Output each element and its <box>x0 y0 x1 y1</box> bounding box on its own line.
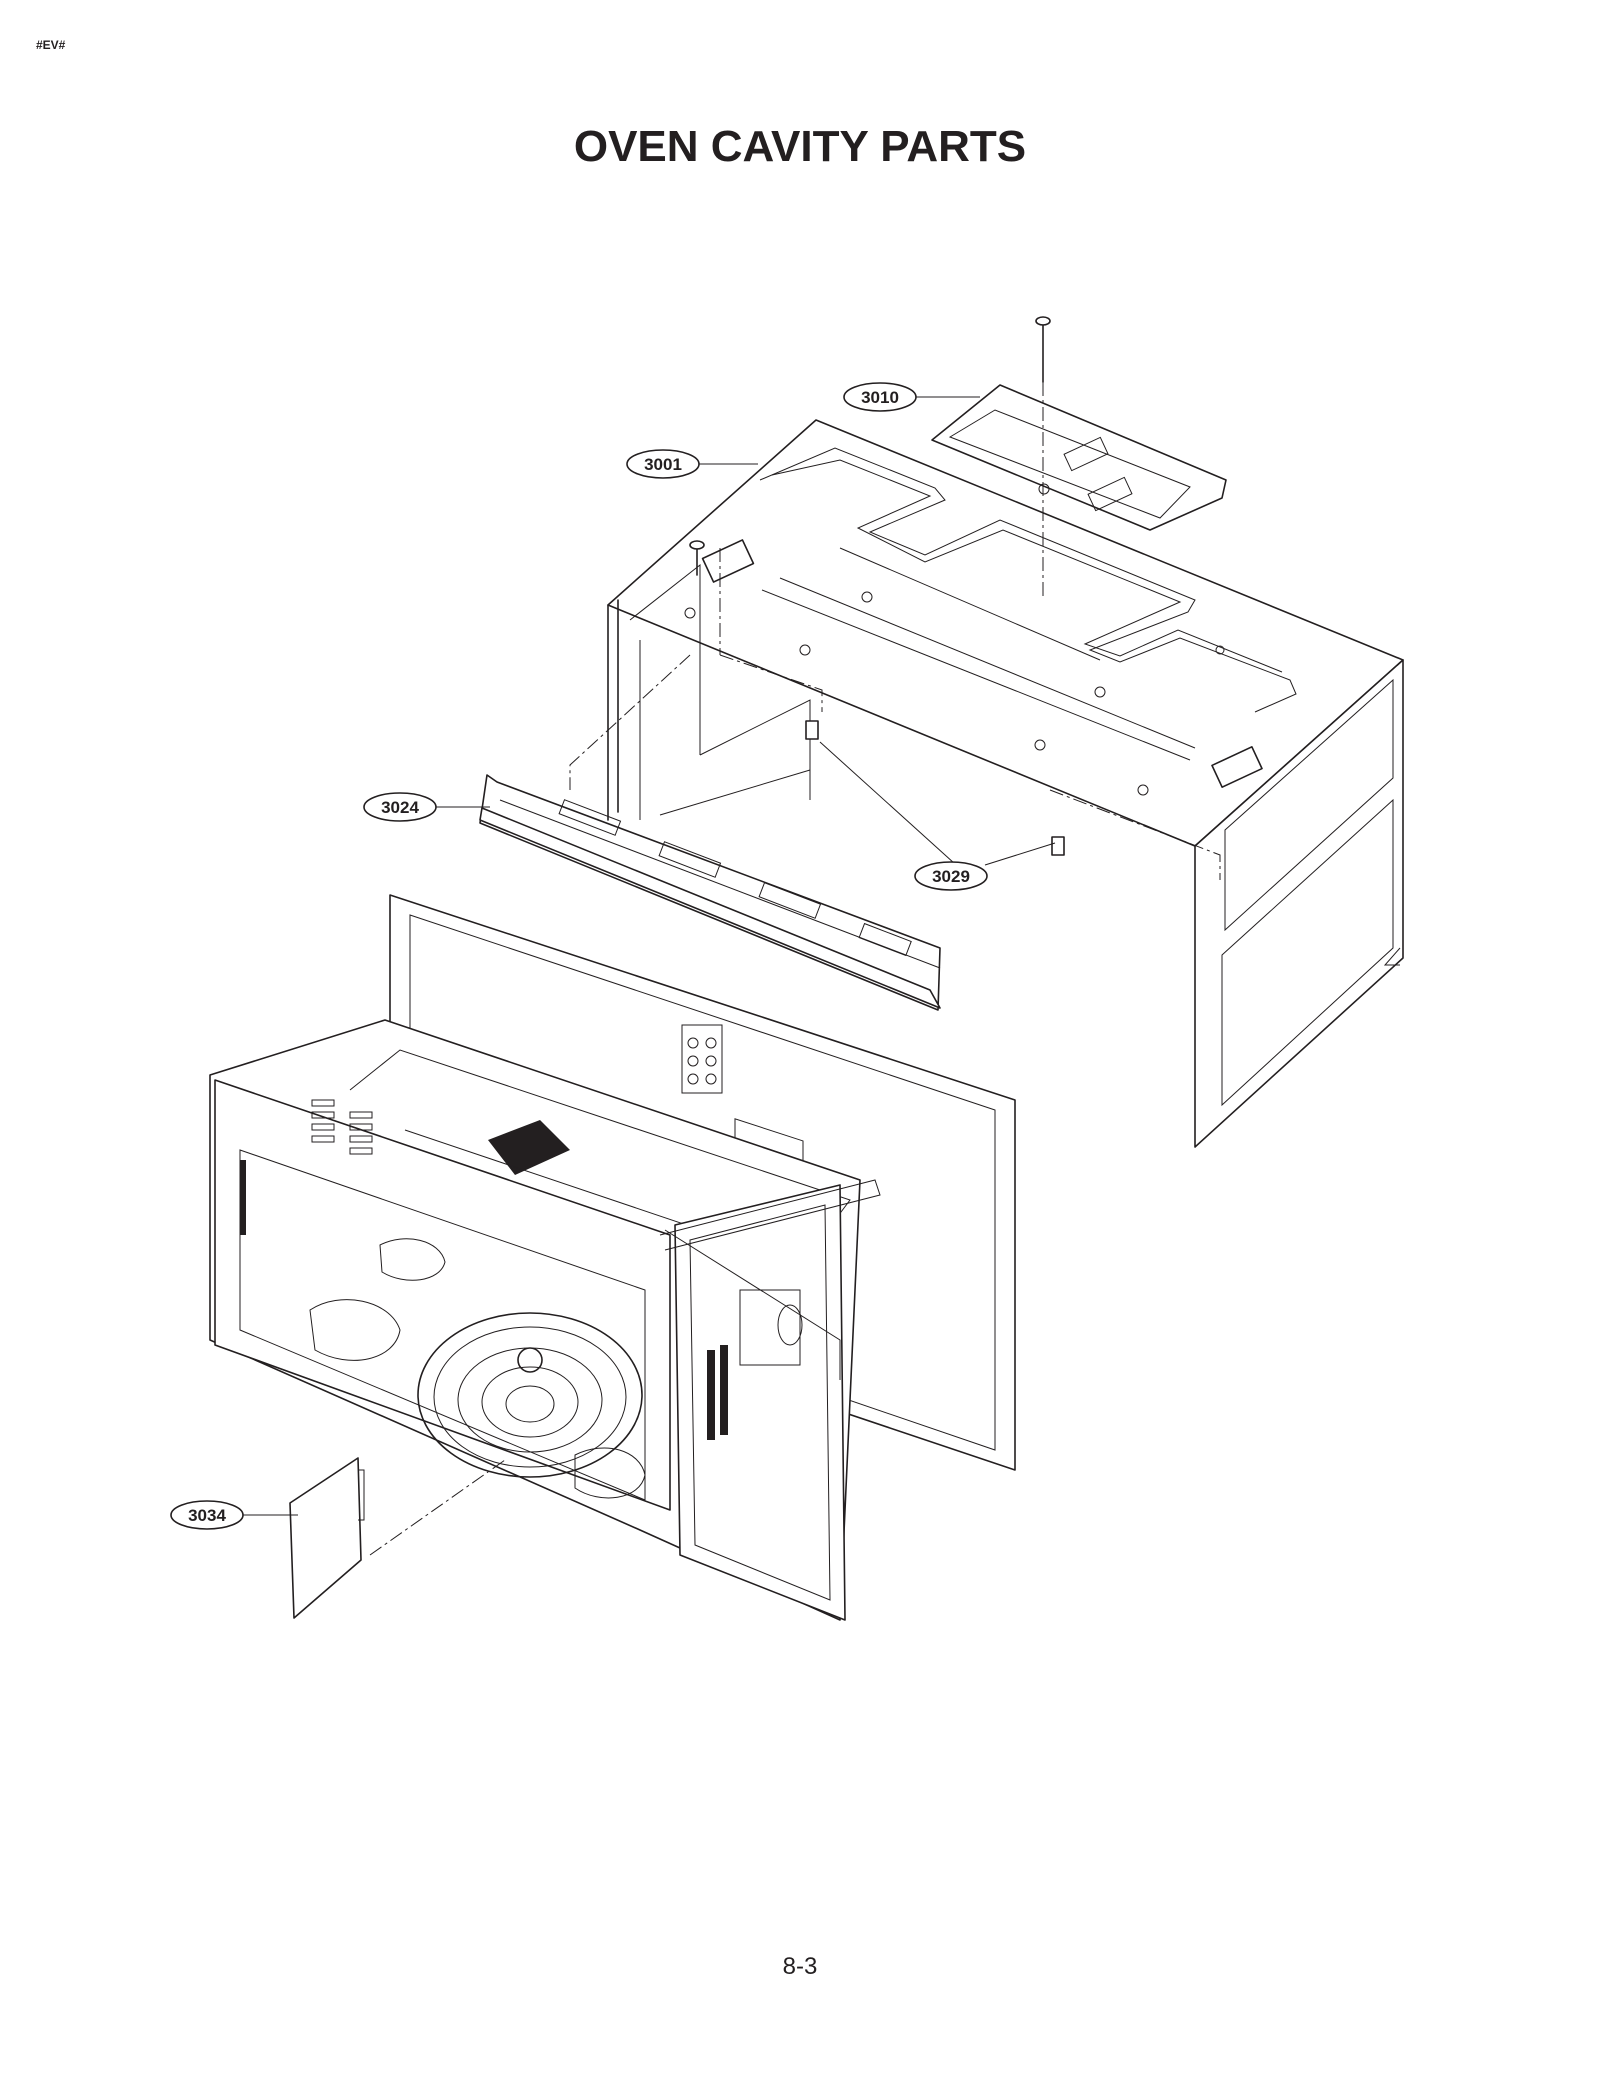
callout-3034: 3034 <box>170 1500 244 1530</box>
turntable <box>417 1312 643 1478</box>
callout-leaders <box>243 396 1056 1516</box>
assembly-guide-lines <box>369 382 1221 1556</box>
vent-slots <box>311 1099 373 1155</box>
svg-text:3034: 3034 <box>188 1506 226 1525</box>
top-plate-part-3010 <box>931 384 1227 531</box>
callout-3010: 3010 <box>843 382 917 412</box>
page-number: 8-3 <box>782 1953 818 1980</box>
svg-text:3010: 3010 <box>861 388 899 407</box>
svg-text:3029: 3029 <box>932 867 970 886</box>
vent-bracket-part-3024 <box>479 774 941 1011</box>
document-marker: #EV# <box>36 38 66 52</box>
callout-3024: 3024 <box>363 792 437 822</box>
screw-icon <box>1035 316 1051 383</box>
clip-part-3029 <box>805 720 1065 856</box>
callout-3029: 3029 <box>914 861 988 891</box>
grille-mesh <box>488 1120 570 1175</box>
outer-case-part-3001 <box>607 419 1404 1148</box>
svg-text:3024: 3024 <box>381 798 419 817</box>
svg-text:3001: 3001 <box>644 455 682 474</box>
callout-3001: 3001 <box>626 449 700 479</box>
screw-icon <box>689 540 705 576</box>
cover-plate-part-3034 <box>289 1457 365 1619</box>
oven-cavity-assembly <box>209 894 1016 1621</box>
page-title: OVEN CAVITY PARTS <box>573 122 1027 171</box>
